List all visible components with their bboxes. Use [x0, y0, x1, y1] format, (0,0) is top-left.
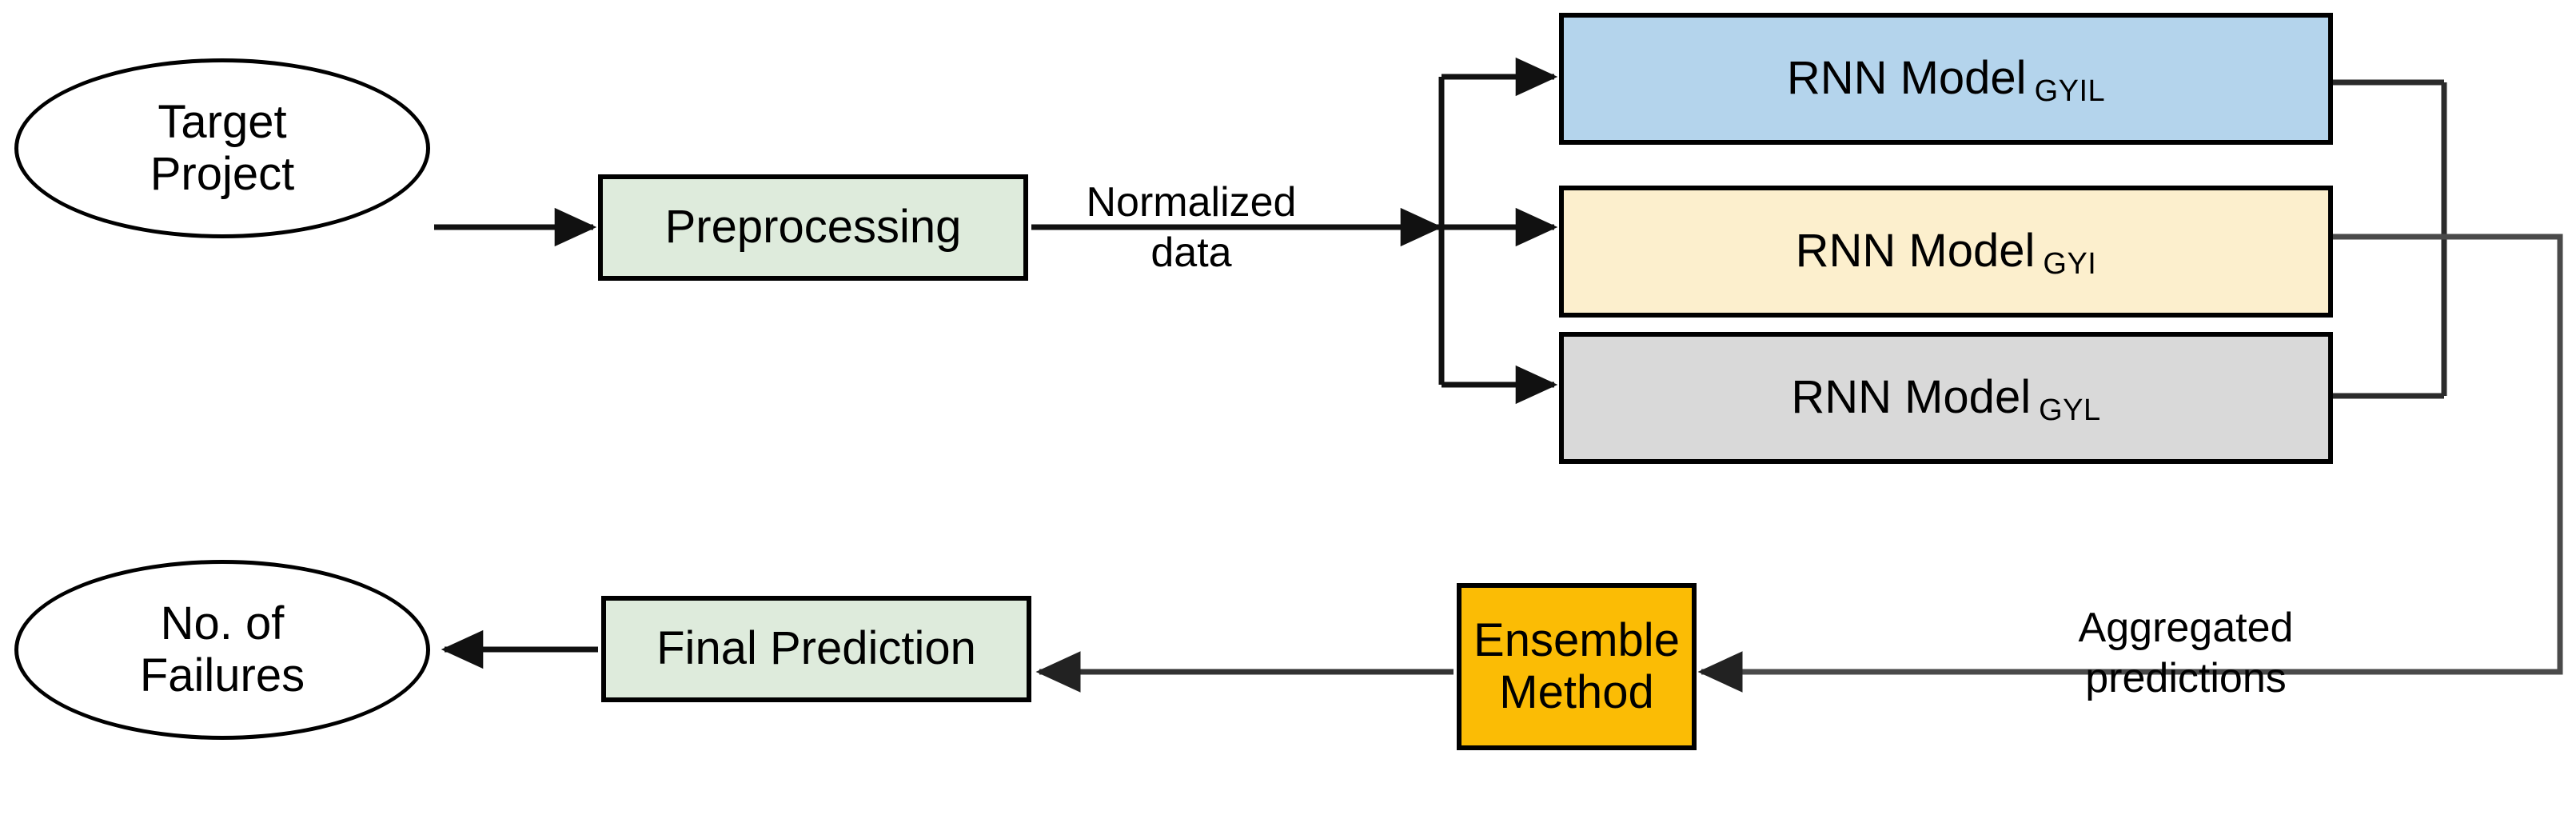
node-preprocessing[interactable]: Preprocessing — [598, 174, 1028, 281]
edge-label-normalized-data: Normalized data — [1086, 179, 1297, 277]
node-target-project[interactable]: Target Project — [14, 58, 430, 238]
node-rnn-model-gyil-subscript: GYIL — [2034, 74, 2106, 109]
node-ensemble-method-label: Ensemble Method — [1473, 613, 1680, 718]
node-no-of-failures-label: No. of Failures — [139, 597, 305, 701]
node-ensemble-method[interactable]: Ensemble Method — [1457, 583, 1697, 750]
node-final-prediction[interactable]: Final Prediction — [601, 596, 1031, 702]
node-rnn-model-gyi-subscript: GYI — [2043, 247, 2097, 282]
node-final-prediction-label: Final Prediction — [656, 622, 976, 675]
node-target-project-label: Target Project — [150, 95, 295, 200]
node-no-of-failures[interactable]: No. of Failures — [14, 560, 430, 740]
node-preprocessing-label: Preprocessing — [664, 201, 962, 254]
node-rnn-model-gyl-subscript: GYL — [2039, 394, 2101, 428]
edge-label-aggregated-predictions: Aggregated predictions — [2078, 605, 2294, 702]
